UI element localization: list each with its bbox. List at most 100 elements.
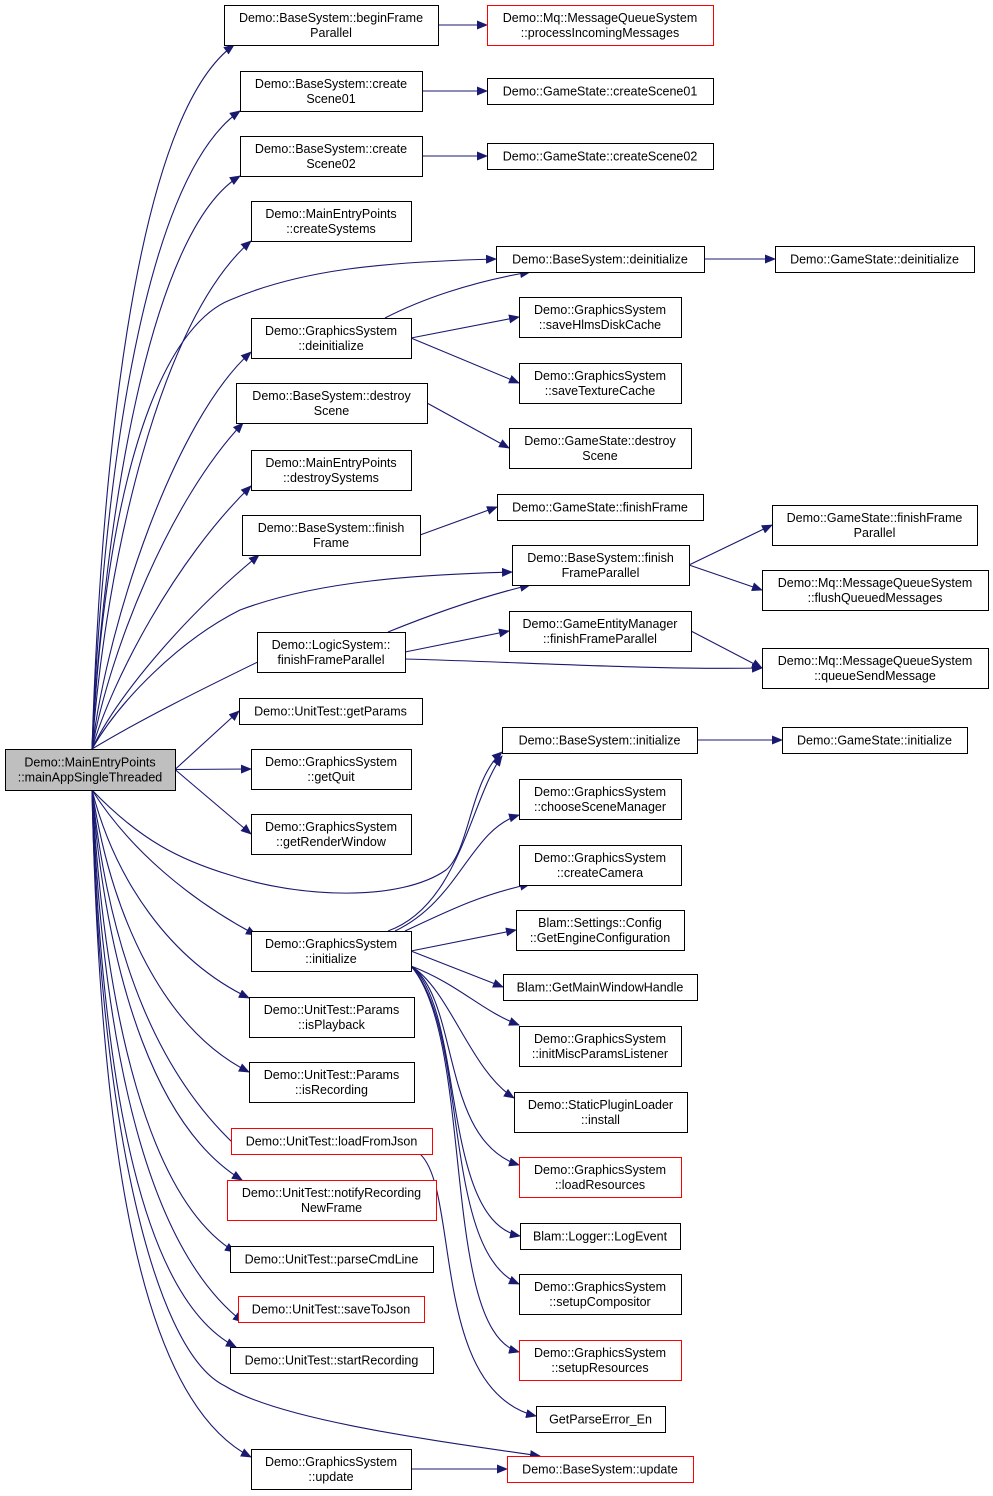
- node-gfx_deinitialize[interactable]: Demo::GraphicsSystem::deinitialize: [251, 318, 412, 359]
- node-gfx_loadResources[interactable]: Demo::GraphicsSystem::loadResources: [519, 1157, 682, 1198]
- node-bs_deinitialize[interactable]: Demo::BaseSystem::deinitialize: [496, 246, 705, 273]
- node-label-line: GetParseError_En: [549, 1413, 652, 1427]
- node-label-line: Demo::GameEntityManager: [523, 617, 678, 631]
- node-box: [224, 5, 439, 46]
- node-gfx_initMisc[interactable]: Demo::GraphicsSystem::initMiscParamsList…: [519, 1026, 682, 1067]
- call-edge-root-to-gfx_initialize: [91, 789, 257, 936]
- node-label-line: ::isRecording: [295, 1083, 368, 1097]
- node-mep_destroySystems[interactable]: Demo::MainEntryPoints::destroySystems: [251, 450, 412, 491]
- node-gst_initialize[interactable]: Demo::GameState::initialize: [782, 727, 968, 754]
- node-gfx_setupResources[interactable]: Demo::GraphicsSystem::setupResources: [519, 1340, 682, 1381]
- node-ut_startRecording[interactable]: Demo::UnitTest::startRecording: [230, 1347, 434, 1374]
- node-ls_finishFrameParallel[interactable]: Demo::LogicSystem::finishFrameParallel: [257, 632, 406, 673]
- node-label-line: ::finishFrameParallel: [543, 632, 657, 646]
- node-gfx_setupCompositor[interactable]: Demo::GraphicsSystem::setupCompositor: [519, 1274, 682, 1315]
- node-label-line: ::deinitialize: [298, 339, 363, 353]
- node-mq_queueSend[interactable]: Demo::Mq::MessageQueueSystem::queueSendM…: [762, 648, 989, 689]
- node-bs_createScene01[interactable]: Demo::BaseSystem::createScene01: [240, 71, 423, 112]
- node-label-line: ::getQuit: [307, 770, 355, 784]
- node-label-line: Demo::BaseSystem::create: [255, 77, 407, 91]
- node-label-line: Demo::UnitTest::Params: [264, 1068, 399, 1082]
- node-bs_finishFrame[interactable]: Demo::BaseSystem::finishFrame: [242, 515, 421, 556]
- node-getParseError[interactable]: GetParseError_En: [536, 1406, 666, 1433]
- call-edge-gem_finishFrameParallel-to-mq_queueSend: [690, 630, 763, 669]
- node-box: [514, 1092, 688, 1133]
- node-ut_getParams[interactable]: Demo::UnitTest::getParams: [239, 698, 423, 725]
- node-label-line: Frame: [313, 536, 349, 550]
- node-blam_getEngineConfig[interactable]: Blam::Settings::Config::GetEngineConfigu…: [516, 910, 685, 951]
- node-label-line: ::createSystems: [286, 222, 376, 236]
- node-mq_flushQueued[interactable]: Demo::Mq::MessageQueueSystem::flushQueue…: [762, 570, 989, 611]
- node-bs_update[interactable]: Demo::BaseSystem::update: [507, 1456, 694, 1483]
- call-edge-gfx_initialize-to-blam_getMainWindow: [410, 950, 504, 988]
- node-box: [251, 450, 412, 491]
- node-box: [230, 1347, 434, 1374]
- node-gst_finishFrameParallel[interactable]: Demo::GameState::finishFrameParallel: [772, 505, 978, 546]
- call-edge-root-to-bs_deinitialize: [91, 254, 497, 750]
- node-gs_createScene02[interactable]: Demo::GameState::createScene02: [487, 143, 714, 170]
- call-edge-gfx_initialize-to-gfx_loadResources: [410, 965, 520, 1167]
- node-gfx_saveTexture[interactable]: Demo::GraphicsSystem::saveTextureCache: [519, 363, 682, 404]
- node-gem_finishFrameParallel[interactable]: Demo::GameEntityManager::finishFramePara…: [509, 611, 692, 652]
- node-label-line: Demo::BaseSystem::finish: [527, 551, 674, 565]
- node-label-line: Demo::GameState::createScene02: [503, 150, 698, 164]
- node-label-line: Scene01: [306, 92, 355, 106]
- node-gfx_getRenderWindow[interactable]: Demo::GraphicsSystem::getRenderWindow: [251, 814, 412, 855]
- node-label-line: Demo::GraphicsSystem: [534, 1346, 666, 1360]
- call-edge-gfx_deinitialize-to-gfx_saveHlms: [410, 314, 520, 339]
- call-edge-root-to-bs_createScene01: [91, 110, 241, 750]
- node-mep_createSystems[interactable]: Demo::MainEntryPoints::createSystems: [251, 201, 412, 242]
- node-bs_finishFrameParallel[interactable]: Demo::BaseSystem::finishFrameParallel: [512, 545, 690, 586]
- node-box: [487, 78, 714, 105]
- node-label-line: Demo::GameState::destroy: [524, 434, 676, 448]
- node-box: [519, 1274, 682, 1315]
- node-gst_deinitialize[interactable]: Demo::GameState::deinitialize: [775, 246, 975, 273]
- node-label-line: Demo::GraphicsSystem: [534, 303, 666, 317]
- node-gfx_chooseSM[interactable]: Demo::GraphicsSystem::chooseSceneManager: [519, 779, 682, 820]
- node-spl_install[interactable]: Demo::StaticPluginLoader::install: [514, 1092, 688, 1133]
- node-utp_isRecording[interactable]: Demo::UnitTest::Params::isRecording: [249, 1062, 415, 1103]
- node-box: [509, 428, 692, 469]
- node-ut_loadFromJson[interactable]: Demo::UnitTest::loadFromJson: [231, 1128, 433, 1155]
- node-gfx_saveHlms[interactable]: Demo::GraphicsSystem::saveHlmsDiskCache: [519, 297, 682, 338]
- node-label-line: Demo::GraphicsSystem: [534, 369, 666, 383]
- node-label-line: finishFrameParallel: [278, 653, 385, 667]
- node-gfx_initialize[interactable]: Demo::GraphicsSystem::initialize: [251, 931, 412, 972]
- node-label-line: Demo::BaseSystem::finish: [258, 521, 405, 535]
- node-box: [502, 727, 698, 754]
- node-label-line: Demo::MainEntryPoints: [24, 756, 155, 770]
- node-box: [536, 1406, 666, 1433]
- node-box: [240, 71, 423, 112]
- node-gfx_update[interactable]: Demo::GraphicsSystem::update: [251, 1449, 412, 1490]
- node-blam_getMainWindow[interactable]: Blam::GetMainWindowHandle: [503, 974, 698, 1001]
- node-gs_createScene01[interactable]: Demo::GameState::createScene01: [487, 78, 714, 105]
- node-label-line: Demo::Mq::MessageQueueSystem: [503, 11, 698, 25]
- node-gfx_createCamera[interactable]: Demo::GraphicsSystem::createCamera: [519, 845, 682, 886]
- node-box: [238, 1296, 425, 1323]
- node-gfx_getQuit[interactable]: Demo::GraphicsSystem::getQuit: [251, 749, 412, 790]
- node-ut_parseCmdLine[interactable]: Demo::UnitTest::parseCmdLine: [230, 1246, 434, 1273]
- node-root[interactable]: Demo::MainEntryPoints::mainAppSingleThre…: [5, 749, 176, 791]
- node-box: [519, 779, 682, 820]
- node-box: [516, 910, 685, 951]
- node-gst_finishFrame[interactable]: Demo::GameState::finishFrame: [497, 494, 704, 521]
- node-box: [762, 570, 989, 611]
- node-blam_logEvent[interactable]: Blam::Logger::LogEvent: [520, 1223, 681, 1250]
- node-box: [251, 814, 412, 855]
- node-label-line: Demo::GraphicsSystem: [265, 937, 397, 951]
- call-edge-gfx_initialize-to-blam_logEvent: [410, 965, 521, 1239]
- node-label-line: Demo::BaseSystem::create: [255, 142, 407, 156]
- node-box: [487, 5, 714, 46]
- node-utp_isPlayback[interactable]: Demo::UnitTest::Params::isPlayback: [249, 997, 415, 1038]
- node-bs_createScene02[interactable]: Demo::BaseSystem::createScene02: [240, 136, 423, 177]
- node-label-line: Parallel: [310, 26, 352, 40]
- call-edge-root-to-gfx_getRenderWindow: [174, 769, 252, 835]
- node-ut_saveToJson[interactable]: Demo::UnitTest::saveToJson: [238, 1296, 425, 1323]
- node-mq_processIncoming[interactable]: Demo::Mq::MessageQueueSystem::processInc…: [487, 5, 714, 46]
- node-label-line: Demo::GraphicsSystem: [534, 1032, 666, 1046]
- node-bs_initialize[interactable]: Demo::BaseSystem::initialize: [502, 727, 698, 754]
